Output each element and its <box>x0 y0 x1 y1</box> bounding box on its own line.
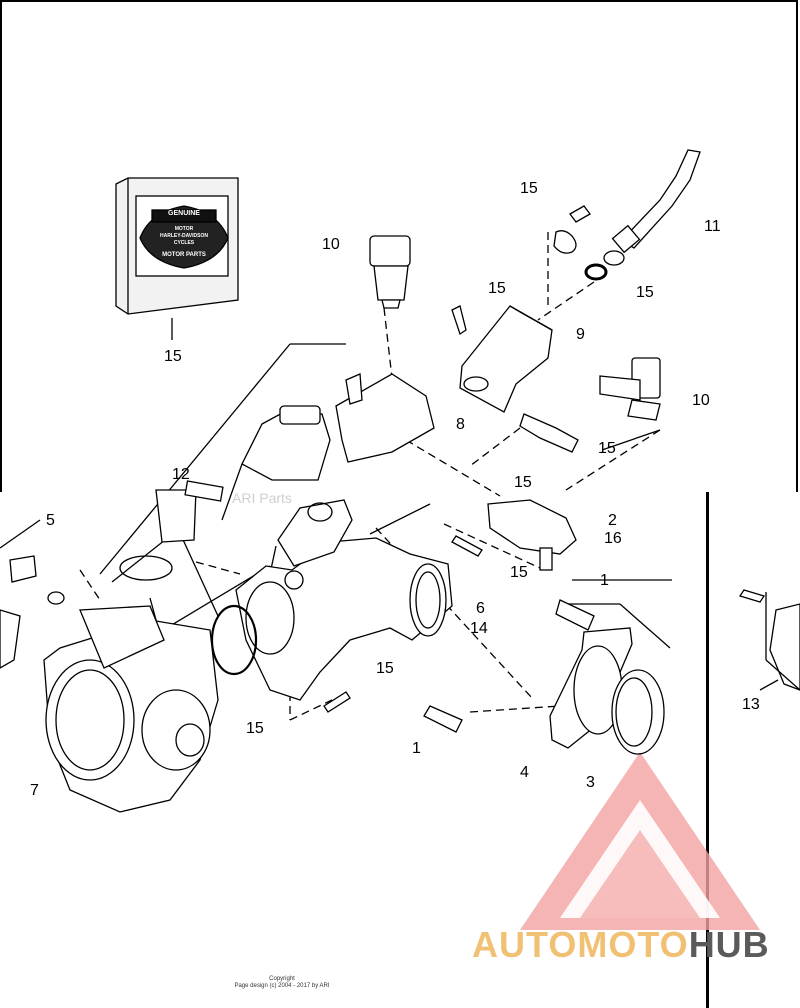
package-cycles-label: CYCLES <box>173 240 195 246</box>
bracket <box>451 305 553 413</box>
brand-part2: MOTO <box>577 924 689 965</box>
brand-part3: HUB <box>688 924 770 965</box>
callout-1: 1 <box>412 740 421 757</box>
callout-15: 15 <box>598 440 616 457</box>
throttle-parts-left <box>0 555 65 669</box>
throttle-body <box>43 605 219 813</box>
callout-11: 11 <box>704 218 721 235</box>
callout-15: 15 <box>164 348 182 365</box>
plunger <box>155 480 224 543</box>
callout-8: 8 <box>456 416 465 433</box>
callout-13: 13 <box>742 696 760 713</box>
callout-15: 15 <box>636 284 654 301</box>
callout-6: 6 <box>476 600 485 617</box>
brand-logo-icon <box>520 752 760 930</box>
callout-1: 1 <box>600 572 609 589</box>
retaining-clip <box>519 413 579 453</box>
callout-10: 10 <box>692 392 710 409</box>
callout-10: 10 <box>322 236 340 253</box>
intake-manifold <box>235 499 453 701</box>
panel-divider <box>706 492 709 1008</box>
callout-7: 7 <box>30 782 39 799</box>
diagram-frame <box>0 0 798 492</box>
screw-washer-set <box>553 205 625 281</box>
sensor <box>487 499 577 571</box>
package-motor-label: MOTOR <box>174 226 194 232</box>
callout-9: 9 <box>576 326 585 343</box>
bolt-lower <box>423 705 463 733</box>
fuel-injector-upper <box>369 235 411 309</box>
footer-line1: Copyright <box>269 976 295 982</box>
callout-5: 5 <box>46 512 55 529</box>
callout-3: 3 <box>586 774 595 791</box>
idle-control-motor <box>241 405 331 481</box>
callout-15: 15 <box>514 474 532 491</box>
large-o-ring <box>210 604 258 676</box>
watermark: ARI Parts <box>232 490 292 506</box>
package-genuine-label: GENUINE <box>168 210 200 217</box>
fuel-injector-lower <box>599 357 661 421</box>
callout-15: 15 <box>246 720 264 737</box>
callout-15: 15 <box>488 280 506 297</box>
callout-15: 15 <box>520 180 538 197</box>
screw <box>451 535 483 557</box>
copyright-footer: Copyright Page design (c) 2004 - 2017 by… <box>212 976 352 990</box>
package-parts-label: MOTOR PARTS <box>162 252 206 258</box>
screw-lower <box>323 691 351 713</box>
flange <box>549 627 633 749</box>
callout-15: 15 <box>510 564 528 581</box>
package-brand-label: HARLEY-DAVIDSON <box>160 233 208 239</box>
callout-14: 14 <box>470 620 488 637</box>
fuel-hose <box>611 149 701 254</box>
bolt-upper <box>555 599 595 631</box>
brand-part1: AUTO <box>472 924 578 965</box>
callout-4: 4 <box>520 764 529 781</box>
fuel-rail-housing <box>335 373 435 463</box>
callout-2: 2 <box>608 512 617 529</box>
brand-wordmark: AUTOMOTOHUB <box>472 924 770 966</box>
callout-16: 16 <box>604 530 622 547</box>
callout-15: 15 <box>376 660 394 677</box>
footer-line2: Page design (c) 2004 - 2017 by ARI <box>234 983 330 989</box>
callout-12: 12 <box>172 466 190 483</box>
genuine-parts-package <box>115 177 239 315</box>
seal-ring <box>611 669 665 755</box>
o-ring-upper <box>119 555 173 581</box>
right-panel-parts <box>738 589 800 691</box>
